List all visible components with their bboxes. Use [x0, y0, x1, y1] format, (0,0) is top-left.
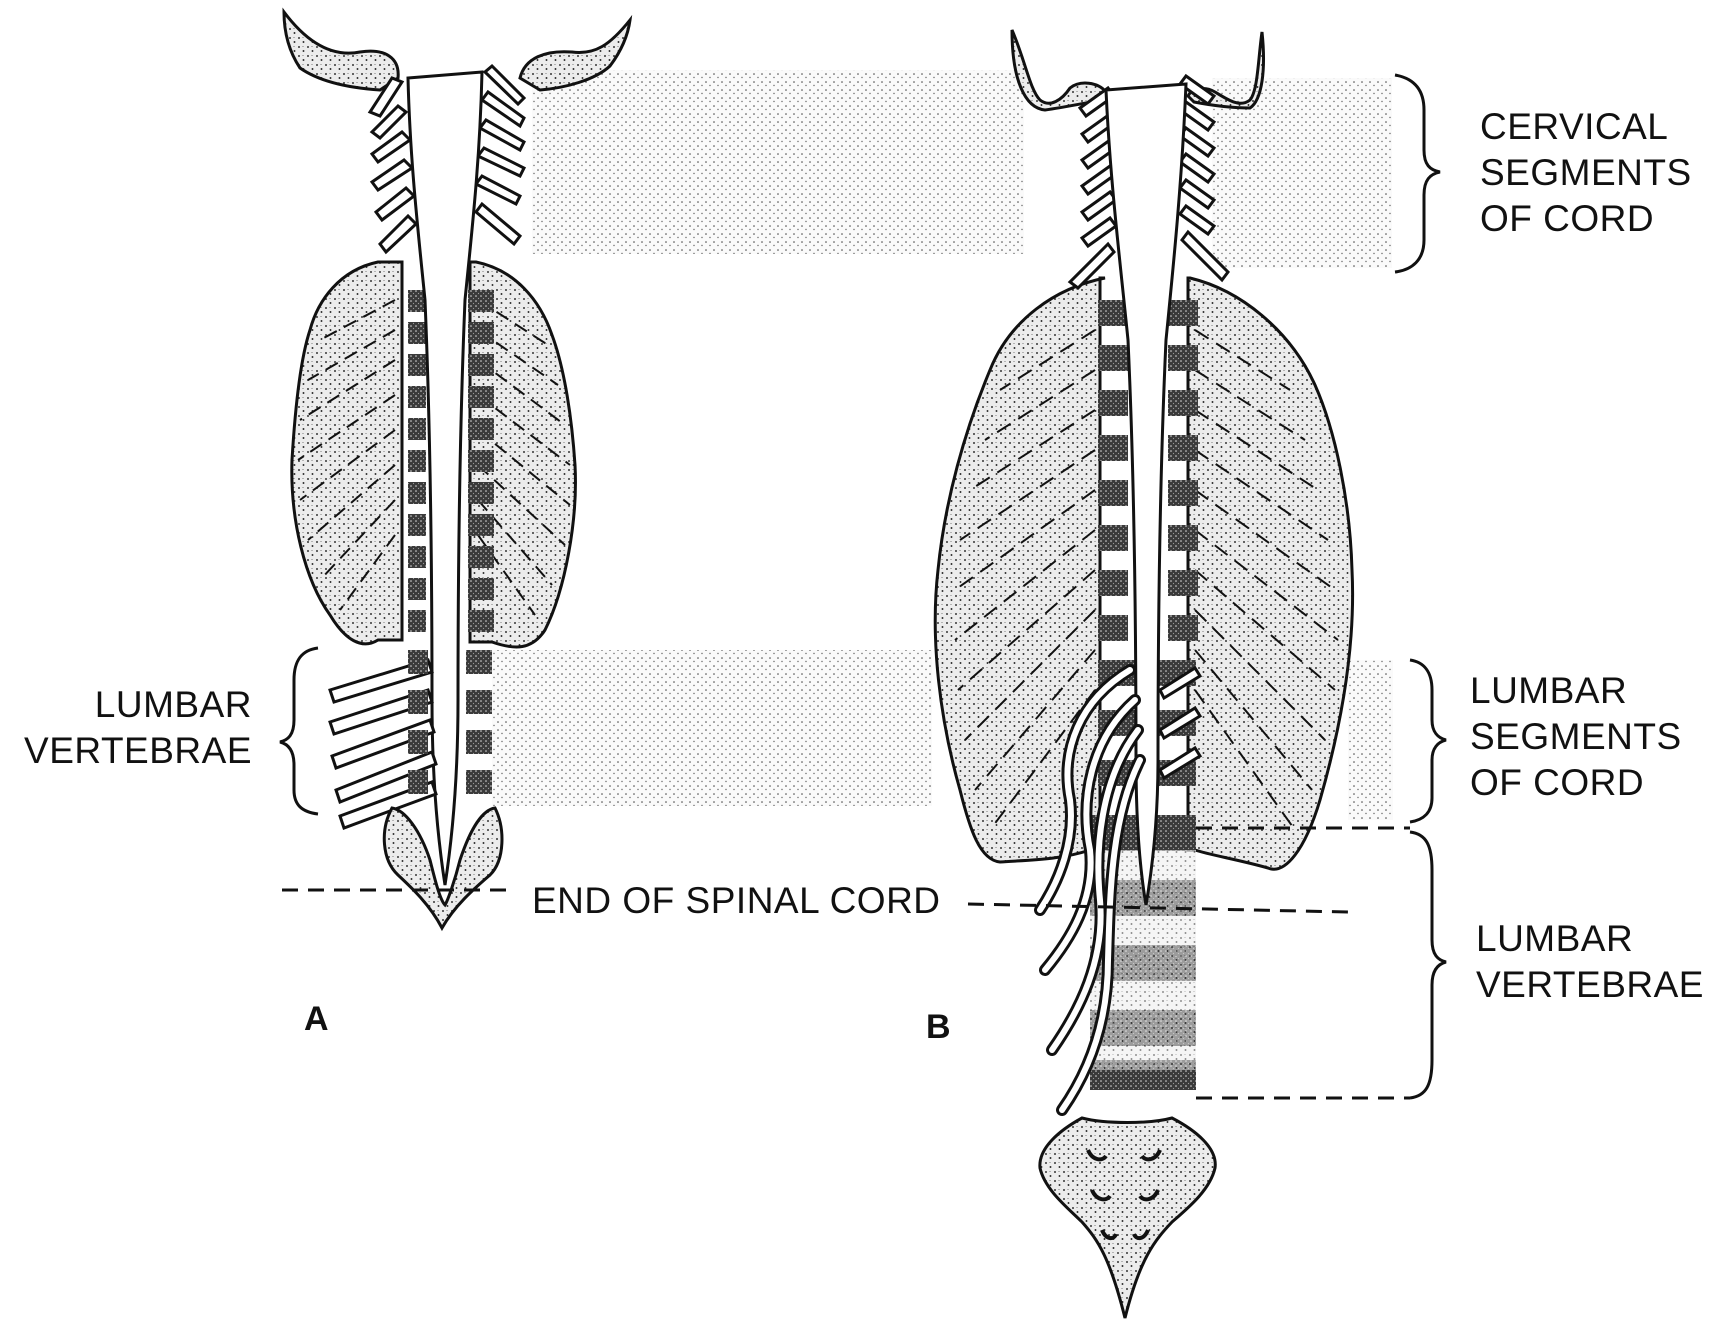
lumbar-segments-label: LUMBAR SEGMENTS OF CORD — [1470, 668, 1682, 806]
lumbar-vertebrae-b-line-2: VERTEBRAE — [1476, 962, 1704, 1008]
lumbar-vertebrae-b-brace — [1410, 832, 1446, 1098]
cervical-segments-line-2: SEGMENTS — [1480, 150, 1692, 196]
cervical-segments-line-1: CERVICAL — [1480, 104, 1692, 150]
lumbar-vertebrae-a-line-2: VERTEBRAE — [12, 728, 252, 774]
lumbar-vertebrae-a-brace — [280, 648, 318, 814]
cervical-segments-label: CERVICAL SEGMENTS OF CORD — [1480, 104, 1692, 242]
end-of-spinal-cord-label: END OF SPINAL CORD — [532, 878, 941, 924]
lumbar-vertebrae-a-line-1: LUMBAR — [12, 682, 252, 728]
lumbar-segments-line-1: LUMBAR — [1470, 668, 1682, 714]
lumbar-segments-line-3: OF CORD — [1470, 760, 1682, 806]
figure-a-left-shoulder — [284, 12, 398, 90]
cervical-correspondence-band — [532, 70, 1392, 268]
panel-a-label: A — [304, 996, 329, 1042]
lumbar-vertebrae-b-line-1: LUMBAR — [1476, 916, 1704, 962]
lumbar-vertebrae-a-label: LUMBAR VERTEBRAE — [12, 682, 252, 774]
lumbar-vertebrae-b-label: LUMBAR VERTEBRAE — [1476, 916, 1704, 1008]
cervical-brace — [1395, 75, 1440, 272]
panel-b-label: B — [926, 1004, 951, 1050]
lumbar-segments-brace — [1410, 660, 1446, 822]
end-of-spinal-cord-text: END OF SPINAL CORD — [532, 878, 941, 924]
lumbar-segments-line-2: SEGMENTS — [1470, 714, 1682, 760]
cervical-segments-line-3: OF CORD — [1480, 196, 1692, 242]
figure-b-sacrum — [1040, 1118, 1215, 1318]
